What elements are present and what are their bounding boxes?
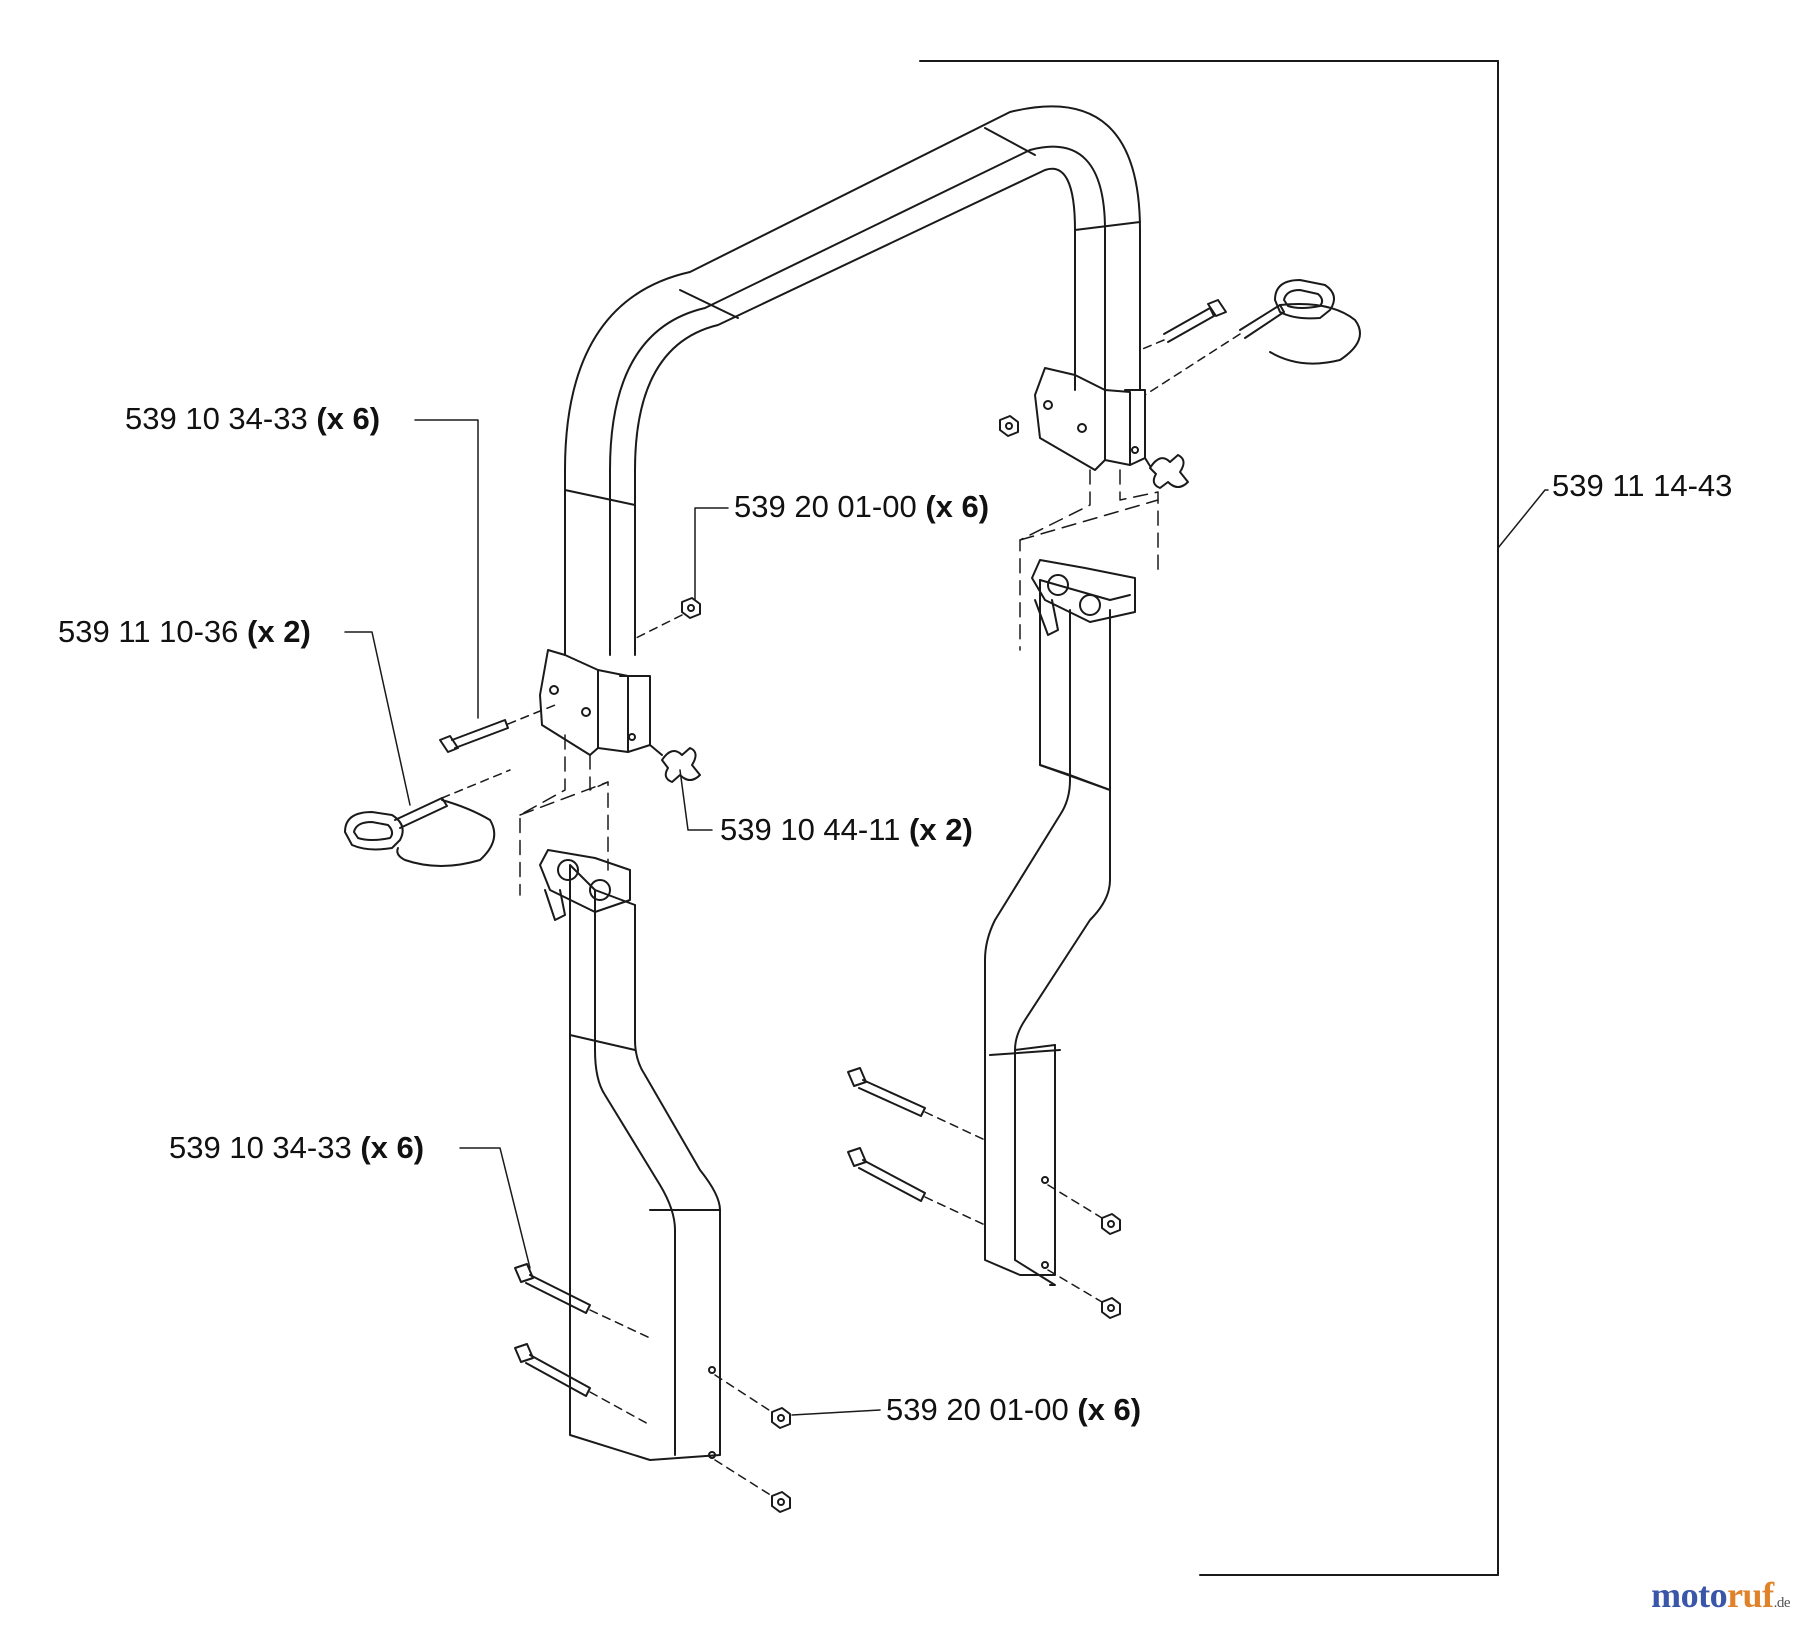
part-number: 539 10 34-33 — [169, 1130, 352, 1165]
assembly-bracket — [919, 60, 1499, 1576]
watermark-part1: moto — [1651, 1575, 1728, 1615]
nut-upper-right — [999, 415, 1019, 437]
upper-left-plate — [539, 649, 651, 756]
quantity: (x 6) — [1077, 1392, 1142, 1427]
leader-knob — [679, 769, 713, 831]
right-lower-upright — [984, 559, 1136, 1286]
knob-upper-left — [649, 744, 701, 783]
bolt-upper-right — [1139, 299, 1227, 351]
bolt-lower-right-1 — [847, 1067, 986, 1141]
part-number: 539 20 01-00 — [886, 1392, 1069, 1427]
upper-right-plate — [1034, 367, 1146, 471]
watermark-tld: .de — [1773, 1595, 1791, 1611]
nut-lower-right-1 — [1047, 1184, 1121, 1235]
knob-upper-right — [1144, 454, 1189, 489]
callout-assembly: 539 11 14-43 — [1552, 470, 1732, 501]
callout-bolt-upper: 539 10 34-33 (x 6) — [125, 403, 380, 434]
part-number: 539 11 10-36 — [58, 614, 239, 649]
callout-knob: 539 10 44-11 (x 2) — [720, 814, 973, 845]
explode-guides — [519, 469, 1159, 896]
callout-nut-lower: 539 20 01-00 (x 6) — [886, 1394, 1141, 1425]
part-number: 539 20 01-00 — [734, 489, 917, 524]
nut-lower-right-2 — [1047, 1269, 1121, 1319]
leader-bolt-lower — [459, 1147, 531, 1269]
leader-pin — [344, 631, 411, 806]
bolt-upper-left — [439, 704, 556, 753]
part-number: 539 10 34-33 — [125, 401, 308, 436]
quantity: (x 6) — [925, 489, 990, 524]
upper-hoop — [564, 105, 1141, 656]
bolt-lower-left-2 — [514, 1343, 651, 1426]
leader-nut-lower — [791, 1409, 881, 1416]
left-lower-upright — [539, 849, 721, 1461]
nut-lower-left-1 — [714, 1374, 791, 1429]
callout-nut-upper: 539 20 01-00 (x 6) — [734, 491, 989, 522]
leader-nut-upper — [694, 507, 729, 601]
callout-bolt-lower: 539 10 34-33 (x 6) — [169, 1132, 424, 1163]
quantity: (x 6) — [360, 1130, 425, 1165]
nut-lower-left-2 — [714, 1459, 791, 1513]
quantity: (x 2) — [909, 812, 973, 847]
part-number: 539 10 44-11 — [720, 812, 901, 847]
quantity: (x 2) — [247, 614, 311, 649]
pin-left — [344, 769, 511, 867]
nut-upper-left — [631, 597, 701, 641]
part-number: 539 11 14-43 — [1552, 468, 1733, 503]
callout-pin: 539 11 10-36 (x 2) — [58, 616, 311, 647]
leader-assembly — [1497, 489, 1549, 549]
watermark-part2: ruf — [1727, 1575, 1774, 1615]
bolt-lower-left-1 — [514, 1263, 651, 1339]
quantity: (x 6) — [316, 401, 381, 436]
leader-lines — [344, 419, 1549, 1416]
pin-right — [1144, 279, 1361, 396]
watermark-logo: motoruf.de — [1651, 1574, 1790, 1616]
leader-bolt-upper — [414, 419, 479, 719]
bolt-lower-right-2 — [847, 1147, 986, 1226]
